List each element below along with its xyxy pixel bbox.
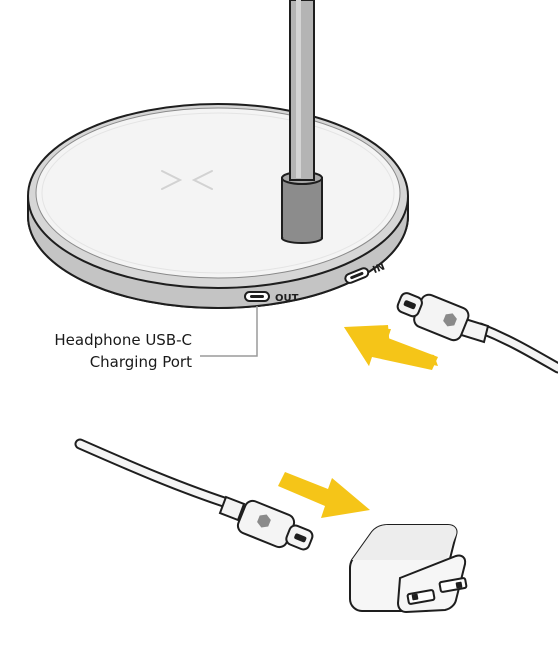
usb-c-cable-plug-in bbox=[396, 292, 558, 374]
direction-arrow-insert bbox=[344, 325, 438, 370]
adapter-prong-right bbox=[438, 577, 468, 593]
usb-c-out-port: OUT bbox=[244, 291, 299, 304]
usb-c-cable-plug-adapter bbox=[74, 438, 314, 551]
wall-power-adapter bbox=[349, 524, 468, 614]
in-port-label: IN bbox=[371, 261, 386, 276]
callout-leader-line bbox=[200, 306, 258, 357]
callout-label-line-2: Charging Port bbox=[89, 353, 192, 371]
wireless-charging-indicator bbox=[161, 170, 213, 190]
headphone-stand-pole bbox=[281, 0, 323, 244]
charging-pad-base: OUT IN bbox=[27, 103, 409, 309]
adapter-prong-left bbox=[406, 589, 436, 605]
usb-c-in-port: IN bbox=[344, 261, 387, 284]
direction-arrow-to-adapter bbox=[278, 472, 370, 518]
out-port-label: OUT bbox=[275, 293, 299, 304]
callout-label-line-1: Headphone USB-C bbox=[54, 331, 192, 349]
